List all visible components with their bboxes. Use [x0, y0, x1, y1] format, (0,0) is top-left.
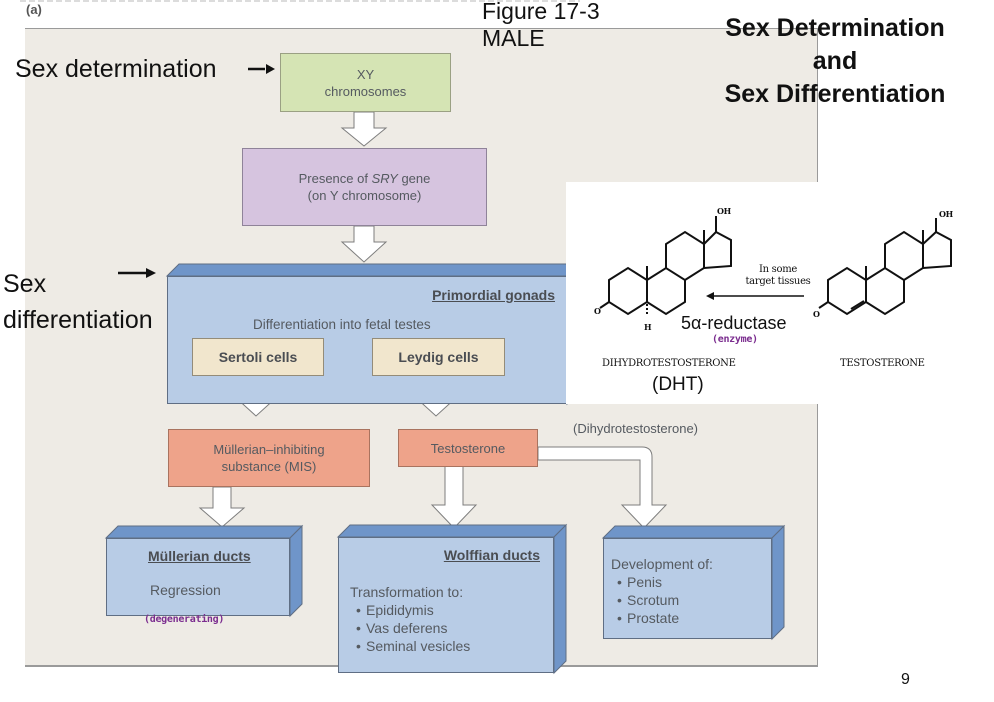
mullerian-heading: Müllerian ducts	[148, 548, 251, 564]
wolffian-ducts-box: Wolffian ducts Transformation to: Epidid…	[336, 523, 568, 675]
mis-line-2: substance (MIS)	[221, 459, 317, 474]
sex-differentiation-line-2: differentiation	[3, 306, 153, 334]
sry-suffix: gene	[397, 171, 431, 186]
wolffian-3d-edges	[336, 523, 568, 675]
mis-line-1: Müllerian–inhibiting	[213, 442, 325, 457]
sertoli-cells-box: Sertoli cells	[192, 338, 324, 376]
wolffian-list: Epididymis Vas deferens Seminal vesicles	[356, 601, 470, 655]
sex-determination-label: Sex determination	[15, 55, 217, 83]
sry-gene-box: Presence of SRY gene (on Y chromosome)	[242, 148, 487, 226]
list-item: Vas deferens	[356, 619, 470, 637]
development-3d-edges	[601, 524, 786, 641]
handwritten-enzyme-note: (enzyme)	[712, 334, 758, 345]
xy-chromosomes-box: XY chromosomes	[280, 53, 451, 112]
gonads-description: Differentiation into fetal testes	[253, 317, 431, 332]
development-box: Development of: Penis Scrotum Prostate	[601, 524, 786, 641]
wolffian-text: Transformation to:	[350, 584, 464, 600]
faded-copyright-line	[20, 0, 580, 2]
handwritten-degenerating-note: (degenerating)	[144, 614, 225, 625]
dht-conversion-figure: OH OH O O H In some target tissues 5α-re…	[566, 182, 994, 404]
arrow-mis-to-mullerian	[198, 486, 246, 528]
mullerian-3d-edges	[104, 524, 304, 618]
arrow-note: In some target tissues	[738, 264, 818, 288]
leydig-cells-box: Leydig cells	[372, 338, 505, 376]
dht-name: DIHYDROTESTOSTERONE	[602, 358, 736, 369]
steroid-structures	[599, 216, 952, 316]
enzyme-label: 5α-reductase	[681, 313, 787, 333]
page-number: 9	[901, 671, 910, 688]
sry-line-1: Presence of SRY gene	[299, 170, 431, 187]
dht-label: (Dihydrotestosterone)	[573, 421, 698, 436]
mullerian-text: Regression	[150, 582, 221, 598]
sex-differentiation-label: Sex differentiation	[3, 266, 153, 338]
primordial-gonads-box: Primordial gonads Differentiation into f…	[165, 262, 581, 408]
dht-abbreviation: (DHT)	[652, 374, 704, 395]
development-text: Development of:	[611, 556, 713, 572]
figure-number: Figure 17-3	[482, 0, 600, 24]
testosterone-box: Testosterone	[398, 429, 538, 467]
list-item: Penis	[617, 573, 713, 591]
primordial-gonads-heading: Primordial gonads	[432, 287, 555, 303]
testosterone-structure	[818, 218, 952, 316]
arrow-note-line-1: In some	[758, 264, 798, 275]
sex-differentiation-line-1: Sex	[3, 270, 47, 298]
wolffian-body: Transformation to: Epididymis Vas defere…	[350, 583, 470, 655]
list-item: Seminal vesicles	[356, 637, 470, 655]
title-line-2: and	[812, 47, 858, 75]
development-body: Development of: Penis Scrotum Prostate	[611, 555, 713, 627]
wolffian-heading: Wolffian ducts	[443, 547, 540, 563]
list-item: Epididymis	[356, 601, 470, 619]
reaction-arrow	[706, 292, 804, 300]
sry-line-2: (on Y chromosome)	[307, 188, 422, 203]
figure-sex: MALE	[482, 25, 545, 51]
arrow-testosterone-to-wolffian	[430, 465, 478, 529]
testosterone-name: TESTOSTERONE	[840, 358, 925, 369]
title-line-3: Sex Differentiation	[724, 80, 946, 108]
figure-reference: Figure 17-3 MALE	[482, 0, 600, 52]
arrow-xy-to-sry	[340, 111, 388, 147]
arrow-note-line-2: target tissues	[745, 276, 811, 287]
sry-gene-name: SRY	[371, 171, 398, 186]
title-line-1: Sex Determination	[725, 14, 945, 42]
mis-box: Müllerian–inhibiting substance (MIS)	[168, 429, 370, 487]
panel-label: (a)	[26, 2, 42, 17]
dht-structure	[599, 216, 732, 316]
arrow-sry-to-gonads	[340, 225, 388, 263]
list-item: Scrotum	[617, 591, 713, 609]
dht-o-label: O	[594, 306, 601, 316]
testosterone-o-label: O	[813, 309, 820, 319]
development-list: Penis Scrotum Prostate	[617, 573, 713, 627]
arrow-testosterone-to-development	[537, 446, 668, 529]
testosterone-oh-label: OH	[939, 209, 953, 219]
dht-h-label: H	[644, 322, 652, 332]
xy-label: XY	[356, 66, 375, 82]
list-item: Prostate	[617, 609, 713, 627]
xy-sublabel: chromosomes	[324, 83, 407, 99]
slide-title: Sex Determination and Sex Differentiatio…	[676, 12, 994, 111]
dht-oh-label: OH	[717, 206, 731, 216]
mullerian-ducts-box: Müllerian ducts Regression	[104, 524, 304, 618]
sry-prefix: Presence of	[298, 171, 372, 186]
